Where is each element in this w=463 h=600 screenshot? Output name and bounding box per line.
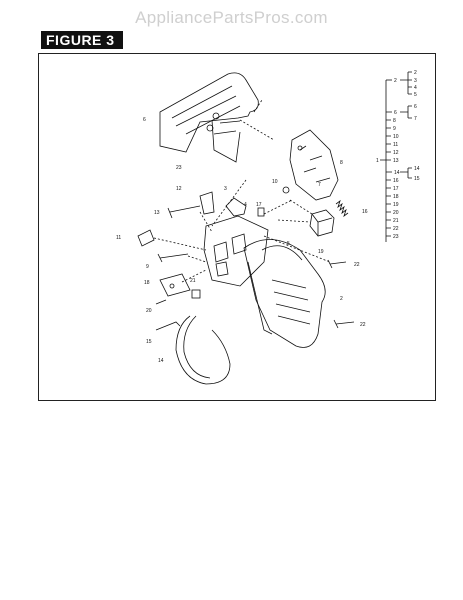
lever-4: [225, 197, 247, 217]
pin-15: [155, 321, 181, 331]
brake-handle-ribs: [171, 85, 241, 135]
tree-item: 4: [414, 85, 417, 91]
callout-5: 5: [287, 241, 290, 247]
callout-22a: 22: [354, 262, 360, 268]
callout-4: 4: [244, 202, 247, 208]
figure-label: FIGURE 3: [41, 31, 123, 49]
tree-item: 19: [393, 202, 399, 208]
tree-group-6-label: 6: [394, 110, 397, 116]
tree-item: 17: [393, 186, 399, 192]
tree-item: 12: [393, 150, 399, 156]
tree-item: 6: [414, 104, 417, 110]
callout-12: 12: [176, 186, 182, 192]
screw-9: [157, 253, 189, 263]
callout-15: 15: [146, 339, 152, 345]
brake-handle-part: [159, 72, 259, 153]
callout-8: 8: [340, 160, 343, 166]
watermark: AppliancePartsPros.com: [135, 8, 328, 27]
tree-item: 22: [393, 226, 399, 232]
callout-17: 17: [256, 202, 262, 208]
tree-item: 2: [414, 70, 417, 76]
tree-item: 20: [393, 210, 399, 216]
callout-19: 19: [318, 249, 324, 255]
callout-11: 11: [116, 235, 121, 241]
tree-item: 18: [393, 194, 399, 200]
part-drawings: [137, 71, 412, 385]
washer-10: [282, 186, 290, 194]
tree-group-2-label: 2: [394, 78, 397, 84]
tree-item: 8: [393, 118, 396, 124]
callout-3: 3: [224, 186, 227, 192]
tree-item: 11: [393, 142, 398, 148]
bolt-11: [137, 229, 155, 247]
tree-item: 14: [414, 166, 420, 172]
tree-item: 10: [393, 134, 399, 140]
plate-18: [159, 273, 191, 297]
callout-23: 23: [176, 165, 182, 171]
brake-band-housing: [203, 215, 269, 287]
nut-17: [257, 207, 265, 217]
tree-root: 1: [376, 158, 379, 164]
clutch-cover-part: [243, 239, 326, 348]
spring-16: [335, 199, 349, 218]
callout-20: 20: [146, 308, 152, 314]
callout-9: 9: [146, 264, 149, 270]
callout-21: 21: [190, 278, 196, 284]
parts-tree: 1 2 2 3 4 5 6 6 7 14 14 15 8 9 10 11 12 …: [376, 70, 420, 240]
bracket-12: [199, 191, 215, 215]
tree-item: 16: [393, 178, 399, 184]
screw-20: [155, 299, 167, 305]
tree-group-14-label: 14: [394, 170, 400, 176]
side-cover-part: [289, 129, 339, 201]
callout-10: 10: [272, 179, 278, 185]
callout-6: 6: [143, 117, 146, 123]
part-21: [191, 289, 201, 299]
brake-plate: [211, 119, 241, 163]
tree-item: 5: [414, 92, 417, 98]
callout-18: 18: [144, 280, 150, 286]
callout-22b: 22: [360, 322, 366, 328]
brake-band-14: [175, 315, 231, 385]
callout-14: 14: [158, 358, 164, 364]
tree-item: 23: [393, 234, 399, 240]
tree-item: 9: [393, 126, 396, 132]
tree-item: 21: [393, 218, 399, 224]
diagram-frame: [38, 53, 436, 401]
screw-13: [167, 205, 201, 219]
tree-item: 3: [414, 78, 417, 84]
callout-16: 16: [362, 209, 368, 215]
block-19: [309, 209, 335, 237]
screw-22b: [333, 319, 355, 329]
tree-item: 15: [414, 176, 420, 182]
callout-7: 7: [318, 182, 321, 188]
tree-item: 7: [414, 116, 417, 122]
tree-item: 13: [393, 158, 399, 164]
callout-13: 13: [154, 210, 160, 216]
rivet-23: [212, 112, 220, 120]
screw-22a: [327, 259, 347, 269]
callout-2: 2: [340, 296, 343, 302]
